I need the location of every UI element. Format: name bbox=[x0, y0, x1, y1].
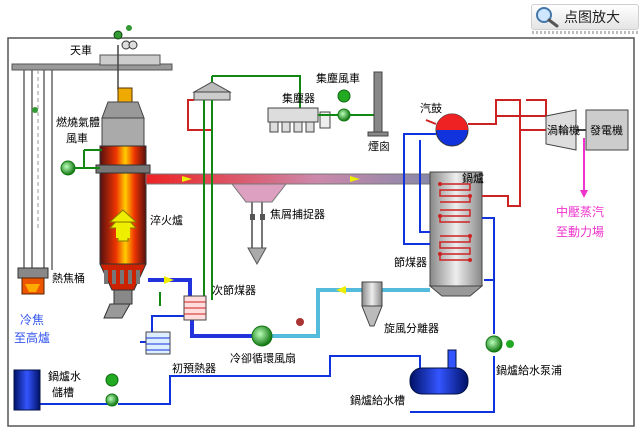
crane bbox=[11, 25, 173, 270]
feed-water-tank bbox=[13, 369, 119, 411]
label-steam-1: 中壓蒸汽 bbox=[556, 204, 604, 219]
deaerator bbox=[409, 349, 469, 395]
outer-frame bbox=[7, 37, 635, 427]
steam-drum bbox=[425, 113, 480, 147]
steam-lines bbox=[480, 99, 588, 207]
label-cold-coke-2: 至高爐 bbox=[14, 330, 50, 345]
label-feed-tank-2: 儲槽 bbox=[52, 386, 74, 399]
labels: 天車 燃燒氣體 風車 熱焦桶 冷焦 至高爐 淬火爐 集塵風車 集塵器 煙囪 焦屑… bbox=[14, 43, 623, 407]
label-combustion-fan-1: 燃燒氣體 bbox=[56, 115, 100, 129]
label-cyclone: 旋風分離器 bbox=[384, 321, 439, 335]
coke-catcher bbox=[230, 183, 288, 266]
damper-valve bbox=[296, 318, 304, 326]
circulating-fan bbox=[251, 325, 273, 347]
combustion-fan bbox=[60, 149, 102, 176]
label-cold-coke-1: 冷焦 bbox=[20, 313, 44, 327]
label-chimney: 煙囪 bbox=[368, 140, 390, 153]
label-feed-tank-1: 鍋爐水 bbox=[48, 369, 81, 383]
label-secondary-economizer: 次節煤器 bbox=[212, 283, 256, 297]
turbine-generator bbox=[545, 109, 629, 151]
secondary-economizer bbox=[183, 295, 207, 321]
boiler bbox=[428, 171, 484, 297]
label-dust-fan: 集塵風車 bbox=[316, 71, 360, 85]
air-lines bbox=[159, 100, 213, 306]
label-combustion-fan-2: 風車 bbox=[66, 131, 88, 145]
pre-heater bbox=[145, 331, 171, 355]
feed-pump-motor bbox=[506, 340, 514, 348]
label-hot-coke-bucket: 熱焦桶 bbox=[52, 271, 85, 285]
hot-coke-bucket bbox=[17, 267, 49, 295]
label-economizer: 節煤器 bbox=[394, 255, 427, 269]
magnifier-icon bbox=[536, 7, 559, 28]
zoom-button[interactable]: 点图放大 bbox=[531, 4, 639, 34]
label-pre-heater: 初預熱器 bbox=[172, 361, 216, 375]
zoom-label: 点图放大 bbox=[564, 10, 620, 26]
label-steam-2: 至動力場 bbox=[556, 225, 604, 239]
toolbar-divider bbox=[532, 31, 638, 34]
label-generator: 發電機 bbox=[590, 123, 623, 137]
label-turbine: 渦輪機 bbox=[547, 123, 580, 137]
label-boiler: 鍋爐 bbox=[462, 171, 484, 185]
label-deaerator: 鍋爐給水槽 bbox=[350, 393, 405, 407]
dust-system bbox=[187, 71, 389, 137]
label-crane: 天車 bbox=[70, 43, 92, 57]
label-drum: 汽鼓 bbox=[420, 101, 442, 115]
feed-pump bbox=[485, 335, 503, 353]
label-circulating-fan: 冷卻循環風扇 bbox=[230, 351, 296, 365]
quench-furnace bbox=[95, 101, 151, 319]
label-quench-tower: 淬火爐 bbox=[150, 213, 183, 227]
water-lines bbox=[24, 133, 495, 413]
label-dust-collector: 集塵器 bbox=[282, 91, 315, 105]
label-feed-pump: 鍋爐給水泵浦 bbox=[496, 363, 562, 377]
cyclone bbox=[361, 281, 383, 327]
label-coke-catcher: 焦屑捕捉器 bbox=[270, 207, 325, 221]
